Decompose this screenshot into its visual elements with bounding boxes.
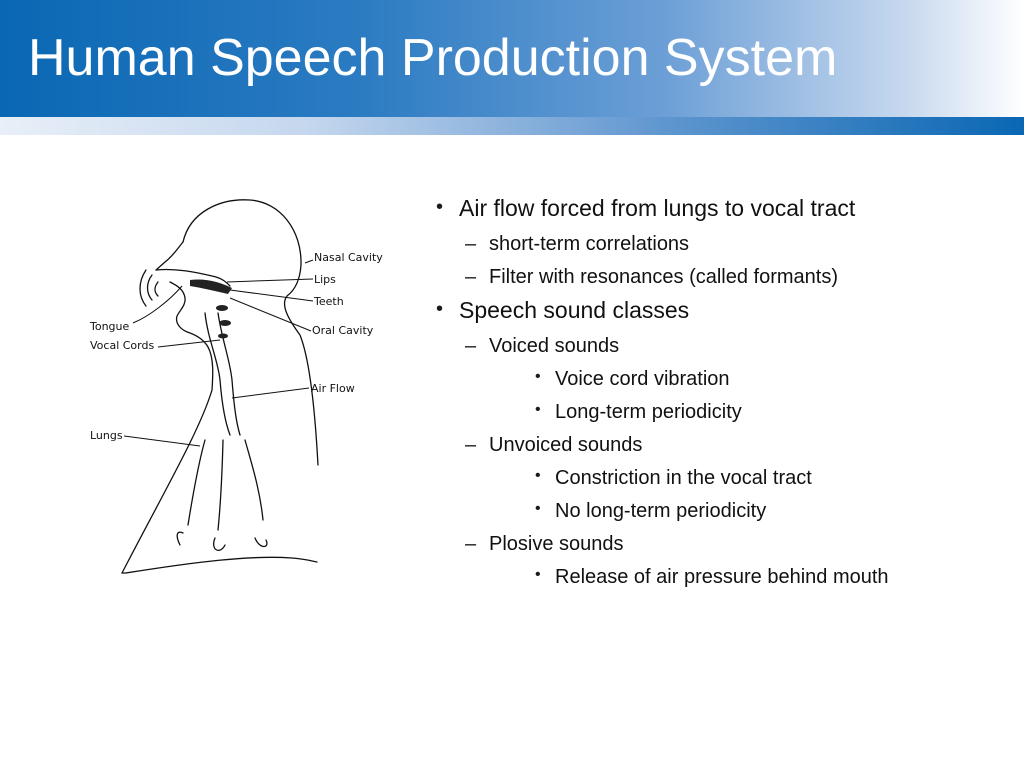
dash-mark: – — [465, 433, 477, 456]
sub-sub-bullet: • Long-term periodicity — [436, 398, 1016, 427]
dash-mark: – — [465, 265, 477, 288]
title-bar: Human Speech Production System — [0, 0, 1024, 117]
sub-bullet-text: Plosive sounds — [489, 532, 624, 555]
title-stripe — [0, 117, 1024, 135]
bullet-level-1: • Air flow forced from lungs to vocal tr… — [436, 194, 1016, 592]
sub-bullet-plosive: – Plosive sounds — [436, 530, 1016, 559]
sub-mark: • — [535, 565, 541, 583]
label-lungs: Lungs — [90, 429, 123, 442]
dash-mark: – — [465, 532, 477, 555]
sub-bullet: – Filter with resonances (called formant… — [436, 263, 1016, 292]
bullet-air-flow: • Air flow forced from lungs to vocal tr… — [436, 194, 1016, 224]
label-teeth: Teeth — [313, 295, 344, 308]
sub-sub-bullet: • Voice cord vibration — [436, 365, 1016, 394]
label-nasal-cavity: Nasal Cavity — [314, 251, 383, 264]
bullet-text: Air flow forced from lungs to vocal trac… — [459, 195, 856, 221]
sub-sub-bullet: • Release of air pressure behind mouth — [436, 563, 1016, 592]
sub-mark: • — [535, 466, 541, 484]
sub-sub-bullet-text: Long-term periodicity — [555, 400, 742, 423]
sub-sub-bullet: • No long-term periodicity — [436, 497, 1016, 526]
sub-sub-bullet-text: Constriction in the vocal tract — [555, 466, 812, 489]
sub-bullet-text: Filter with resonances (called formants) — [489, 265, 839, 288]
bullet-sound-classes: • Speech sound classes — [436, 296, 1016, 326]
sub-sub-bullet-text: Voice cord vibration — [555, 367, 730, 390]
bullet-list: • Air flow forced from lungs to vocal tr… — [436, 194, 1016, 596]
sub-bullet-text: Voiced sounds — [489, 334, 620, 357]
bullet-text: Speech sound classes — [459, 296, 690, 323]
label-air-flow: Air Flow — [311, 382, 355, 395]
sub-mark: • — [535, 499, 541, 517]
label-tongue: Tongue — [89, 320, 130, 333]
label-vocal-cords: Vocal Cords — [90, 339, 154, 352]
dash-mark: – — [465, 334, 477, 357]
sub-bullet: – short-term correlations — [436, 230, 1016, 259]
bullet-mark: • — [436, 196, 444, 218]
sub-mark: • — [535, 367, 541, 385]
sub-sub-bullet-text: No long-term periodicity — [555, 499, 767, 522]
slide-title: Human Speech Production System — [28, 29, 838, 87]
speech-anatomy-diagram: Nasal Cavity Lips Teeth Oral Cavity Tong… — [80, 190, 400, 585]
sub-sub-bullet-text: Release of air pressure behind mouth — [555, 565, 889, 588]
bullet-mark: • — [436, 297, 444, 320]
sub-bullet-unvoiced: – Unvoiced sounds — [436, 431, 1016, 460]
sub-bullet-text: Unvoiced sounds — [489, 433, 643, 456]
label-oral-cavity: Oral Cavity — [312, 324, 374, 337]
dash-mark: – — [465, 232, 477, 255]
label-lips: Lips — [314, 273, 336, 286]
sub-sub-bullet: • Constriction in the vocal tract — [436, 464, 1016, 493]
sub-bullet-voiced: – Voiced sounds — [436, 332, 1016, 361]
sub-mark: • — [535, 400, 541, 418]
anatomy-drawing: Nasal Cavity Lips Teeth Oral Cavity Tong… — [89, 199, 383, 574]
sub-bullet-text: short-term correlations — [489, 232, 690, 255]
